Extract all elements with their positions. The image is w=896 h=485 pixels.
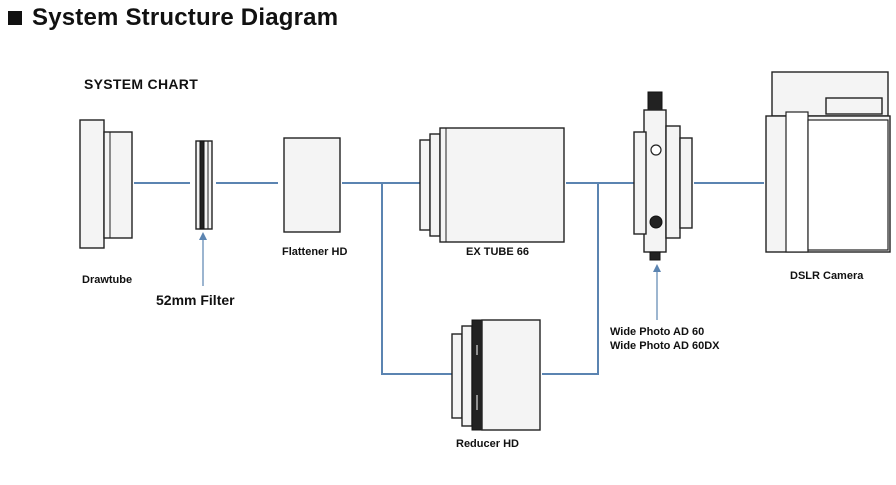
flattener-body <box>283 137 341 233</box>
label-wide-photo-ad-60: Wide Photo AD 60 <box>610 326 705 338</box>
label-reducer-hd: Reducer HD <box>456 438 519 450</box>
reducer-ring <box>461 325 473 427</box>
title-square-icon <box>8 11 22 25</box>
widephoto-ring-right <box>679 137 693 229</box>
pointer-arrows <box>199 232 661 320</box>
widephoto-ring-mid <box>665 125 681 239</box>
reducer-band <box>471 319 483 431</box>
reducer-thread <box>451 333 463 419</box>
filter-part <box>195 140 213 230</box>
extube-ring-1 <box>429 133 441 237</box>
widephoto-top-knob <box>647 91 663 111</box>
drawtube-part <box>79 119 133 249</box>
page-title-text: System Structure Diagram <box>32 4 339 31</box>
widephoto-ring-left <box>633 131 647 235</box>
arrow-filter-head <box>199 232 207 240</box>
line-branch-reducer-in <box>381 183 452 375</box>
extube-thread <box>419 139 431 231</box>
widephoto-bottom-knob <box>649 251 661 261</box>
camera-mount <box>785 111 809 253</box>
widephoto-part <box>633 91 693 261</box>
drawtube-tube <box>103 131 133 239</box>
flattener-part <box>283 137 341 233</box>
camera-grip <box>807 119 889 251</box>
camera-top-plate <box>825 97 883 115</box>
label-wide-photo-ad-60dx: Wide Photo AD 60DX <box>610 340 720 352</box>
reducer-body <box>481 319 541 431</box>
label-52mm-filter: 52mm Filter <box>156 292 235 308</box>
label-drawtube: Drawtube <box>82 274 133 286</box>
extube-body <box>439 127 565 243</box>
connector-lines <box>134 182 764 375</box>
label-dslr-camera: DSLR Camera <box>790 270 864 282</box>
dslr-camera-part <box>765 71 891 253</box>
label-ex-tube-66: EX TUBE 66 <box>466 246 529 258</box>
reducer-part <box>451 319 541 431</box>
system-chart-heading: SYSTEM CHART <box>84 76 199 92</box>
widephoto-screw-bottom <box>649 215 663 229</box>
drawtube-body <box>79 119 105 249</box>
page-title: System Structure Diagram <box>8 4 338 32</box>
filter-glass <box>199 140 205 230</box>
line-branch-reducer-out <box>542 183 599 375</box>
arrow-widephoto-head <box>653 264 661 272</box>
label-flattener-hd: Flattener HD <box>282 246 348 258</box>
widephoto-screw-top <box>650 144 662 156</box>
extube-part <box>419 127 565 243</box>
widephoto-body <box>643 109 667 253</box>
